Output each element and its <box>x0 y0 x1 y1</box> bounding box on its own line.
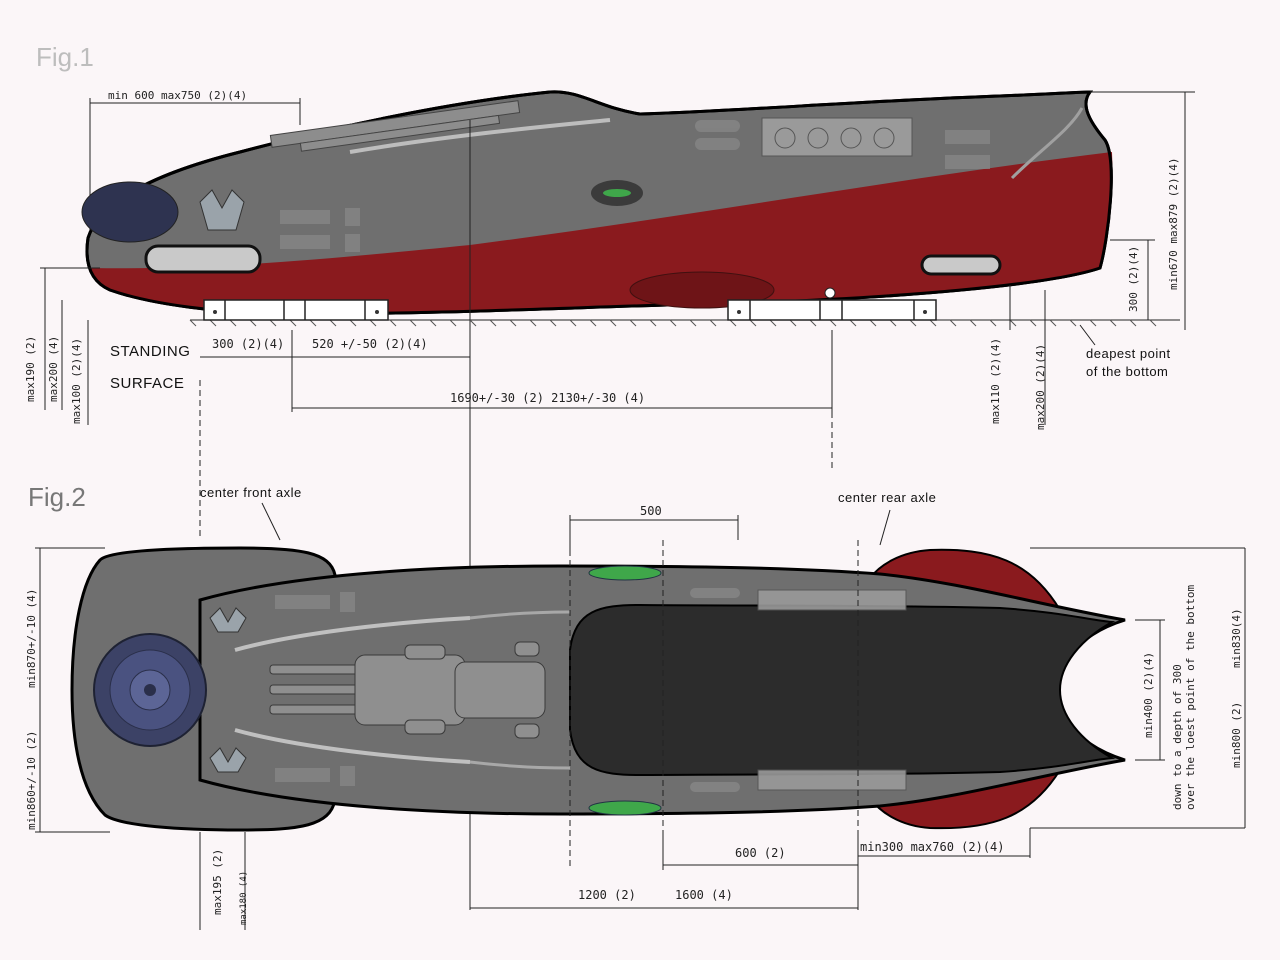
svg-text:max195 (2): max195 (2) <box>211 849 224 915</box>
svg-text:over the loest point of the bo: over the loest point of the bottom <box>1184 584 1197 810</box>
fig2-right-dimensions: min400 (2)(4) min830(4) min800 (2) down … <box>1030 547 1246 829</box>
fig1-left-dimensions: max190 (2) max200 (4) max100 (2)(4) <box>24 267 100 425</box>
deepest-label-line1: deapest point <box>1086 346 1171 361</box>
side-rear-window <box>920 254 1002 276</box>
top-view-hull <box>70 546 1126 832</box>
svg-text:max180 (4): max180 (4) <box>239 871 249 925</box>
svg-text:min300 max760 (2)(4): min300 max760 (2)(4) <box>860 840 1005 854</box>
top-turbine-fan-icon <box>93 633 207 747</box>
side-intake-icon <box>81 181 179 243</box>
svg-text:down to a depth of 300: down to a depth of 300 <box>1171 664 1184 810</box>
top-emblem-icon-lower <box>209 747 247 773</box>
svg-text:500: 500 <box>640 504 662 518</box>
svg-text:min 600 max750 (2)(4): min 600 max750 (2)(4) <box>108 89 247 102</box>
fig1-right-dimensions: max110 (2)(4) max200 (2)(4) 300 (2)(4) m… <box>989 91 1195 430</box>
side-view-hull <box>81 90 1113 316</box>
svg-text:600 (2): 600 (2) <box>735 846 786 860</box>
svg-text:min670 max879 (2)(4): min670 max879 (2)(4) <box>1167 158 1180 290</box>
top-vents <box>275 588 740 792</box>
center-rear-axle-label: center rear axle <box>838 490 936 505</box>
svg-text:1200 (2): 1200 (2) <box>578 888 636 902</box>
svg-text:300 (2)(4): 300 (2)(4) <box>1127 246 1140 312</box>
top-cannon-icon <box>269 641 546 739</box>
side-front-window <box>144 244 262 274</box>
svg-text:min800 (2): min800 (2) <box>1230 702 1243 768</box>
deepest-pointer <box>1079 324 1096 346</box>
side-red-pod <box>629 271 775 309</box>
fig2-left-dimensions: min870+/-10 (4) min860+/-10 (2) max195 (… <box>25 547 249 930</box>
svg-text:300 (2)(4): 300 (2)(4) <box>212 337 284 351</box>
svg-text:max190 (2): max190 (2) <box>24 336 37 402</box>
fig1-top-width-dimension: min 600 max750 (2)(4) <box>89 89 301 230</box>
side-engine-block <box>761 117 913 157</box>
top-canopy <box>569 603 1116 777</box>
top-green-light-lower <box>588 800 662 816</box>
svg-text:min860+/-10 (2): min860+/-10 (2) <box>25 731 38 830</box>
side-red-band <box>90 152 1113 314</box>
svg-text:max110 (2)(4): max110 (2)(4) <box>989 338 1002 424</box>
deepest-label-line2: of the bottom <box>1086 364 1168 379</box>
svg-text:max200 (2)(4): max200 (2)(4) <box>1034 344 1047 430</box>
svg-text:max200 (4): max200 (4) <box>47 336 60 402</box>
fig2-bottom-dimensions: 600 (2) min300 max760 (2)(4) 1200 (2) 16… <box>470 828 1031 910</box>
rear-axle-pointer <box>879 509 891 546</box>
svg-text:min830(4): min830(4) <box>1230 608 1243 668</box>
top-emblem-icon-upper <box>209 607 247 633</box>
svg-text:min400 (2)(4): min400 (2)(4) <box>1142 652 1155 738</box>
top-rear-fender-upper <box>868 548 1062 611</box>
svg-text:1600 (4): 1600 (4) <box>675 888 733 902</box>
svg-text:min870+/-10 (4): min870+/-10 (4) <box>25 589 38 688</box>
svg-text:1690+/-30 (2) 2130+/-30 (4): 1690+/-30 (2) 2130+/-30 (4) <box>450 391 645 405</box>
surface-label: SURFACE <box>110 375 184 392</box>
side-emblem-icon <box>199 189 245 231</box>
fig2-span-500: 500 <box>569 504 739 555</box>
side-cannon-icon <box>269 100 521 152</box>
fig1-title: Fig.1 <box>36 42 94 72</box>
svg-text:520 +/-50 (2)(4): 520 +/-50 (2)(4) <box>312 337 428 351</box>
side-vents <box>280 120 990 252</box>
front-axle-pointer <box>261 502 281 541</box>
fig1-bottom-dimensions: 300 (2)(4) 520 +/-50 (2)(4) 1690+/-30 (2… <box>200 330 833 412</box>
standing-surface <box>189 287 1180 327</box>
top-green-light-upper <box>588 565 662 581</box>
standing-label: STANDING <box>110 343 190 360</box>
fig2-title: Fig.2 <box>28 482 86 512</box>
svg-text:max100 (2)(4): max100 (2)(4) <box>70 338 83 424</box>
top-engine-blocks <box>757 589 907 791</box>
center-front-axle-label: center front axle <box>200 485 302 500</box>
